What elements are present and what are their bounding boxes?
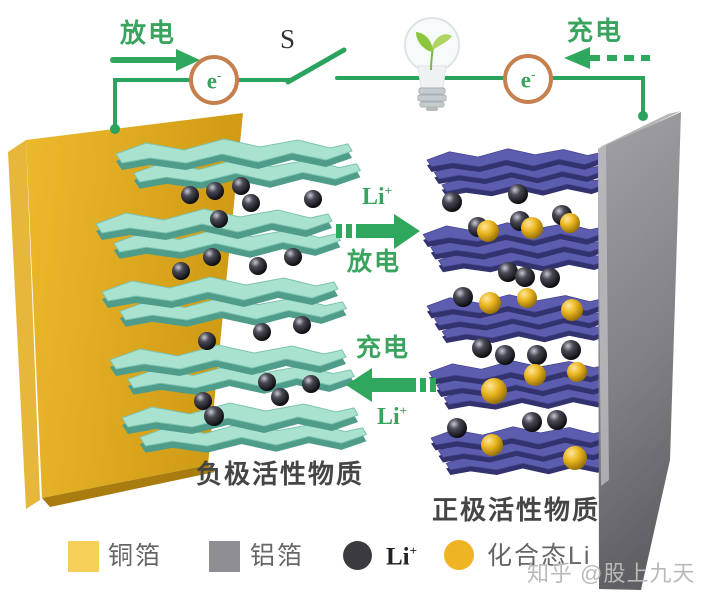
li-discharge-arrow bbox=[336, 214, 420, 249]
discharge-flow-arrow bbox=[110, 49, 200, 71]
wire-terminal-anode bbox=[110, 124, 120, 134]
li-compound-spheres-cathode bbox=[477, 213, 587, 470]
li-ion-label-top: Li+ bbox=[361, 183, 393, 210]
switch-icon bbox=[285, 47, 347, 85]
watermark: 知乎 @股上九天 bbox=[527, 561, 696, 586]
li-compound-swatch bbox=[444, 540, 474, 570]
cathode-caption: 正极活性物质 bbox=[431, 495, 601, 525]
charge-mid-label: 充电 bbox=[355, 334, 411, 362]
legend-li-compound-label: 化合态Li bbox=[487, 542, 592, 570]
legend-li-ion-label: Li+ bbox=[386, 543, 418, 571]
copper-foil-swatch bbox=[68, 541, 99, 572]
electron-icon-right bbox=[503, 54, 553, 104]
li-charge-arrow bbox=[346, 368, 436, 402]
li-ion-spheres-anode bbox=[172, 177, 322, 426]
switch-label: S bbox=[280, 24, 296, 54]
legend-copper-label: 铜箔 bbox=[108, 542, 163, 570]
discharge-mid-label: 放电 bbox=[346, 248, 402, 276]
electron-label-right: e- bbox=[520, 66, 536, 93]
anode-caption: 负极活性物质 bbox=[195, 459, 365, 489]
li-ion-label-bottom: Li+ bbox=[376, 403, 408, 430]
discharge-flow-label: 放电 bbox=[119, 18, 177, 48]
li-ion-swatch bbox=[343, 541, 372, 570]
legend-aluminum-label: 铝箔 bbox=[250, 542, 305, 570]
charge-flow-label: 充电 bbox=[566, 16, 624, 46]
electron-icon-left bbox=[189, 55, 239, 105]
wire-terminal-cathode bbox=[638, 111, 648, 121]
electron-label-left: e- bbox=[206, 67, 222, 94]
aluminum-foil-swatch bbox=[209, 541, 240, 572]
charge-flow-arrow bbox=[564, 47, 650, 69]
aluminum-foil-electrode bbox=[598, 111, 681, 590]
light-bulb-icon bbox=[404, 17, 460, 111]
